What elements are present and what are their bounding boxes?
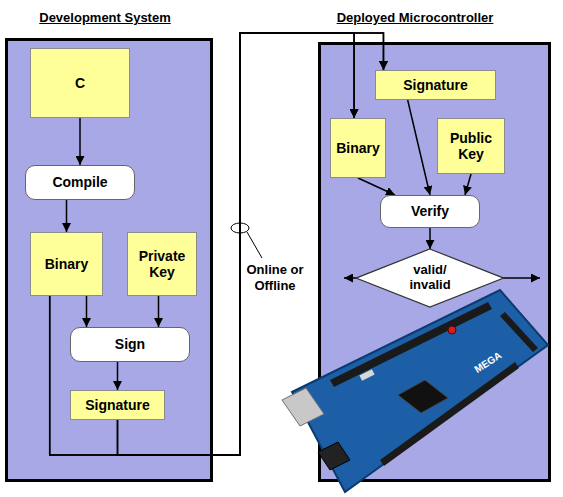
box-label: Binary [336,140,380,156]
box-label: Public Key [442,130,500,162]
panel-title: Development System [39,10,171,25]
decision-diamond: valid/ invalid [356,249,504,307]
data-box: Binary [30,232,103,296]
connector-arrow [117,362,119,390]
link-note: Online or Offline [246,262,304,293]
connector-arrow [118,33,384,455]
crystal [359,369,374,381]
box-label: Private Key [132,248,192,280]
connector-arrow [50,33,384,455]
usb-port [282,388,324,426]
box-label: Verify [411,203,449,219]
box-label: Compile [52,174,107,190]
arduino-board [282,290,548,492]
box-label: Binary [45,256,89,272]
connector-arrow [465,174,471,195]
connector-arrow [358,178,395,195]
data-box: Signature [375,70,496,100]
connector-arrow [86,296,88,327]
power-jack [318,442,350,470]
leader-line [247,232,262,258]
panel-title: Deployed Microcontroller [337,10,494,25]
reset-button [448,326,456,334]
process-box: Compile [25,165,135,200]
pin-header [500,312,538,352]
data-box: Private Key [127,232,197,296]
box-label: C [75,75,85,91]
result-arrow [498,277,540,279]
box-label: Signature [403,77,468,93]
data-box: Public Key [437,118,505,174]
connector-arrow [66,200,68,232]
result-arrow [344,277,362,279]
decision-text: valid/ invalid [400,263,460,293]
connector-arrow [79,118,81,165]
connector-arrow [429,228,431,249]
box-label: Sign [115,336,145,352]
connector-arrow [408,100,430,195]
board-pcb [292,290,548,492]
pin-header [380,362,519,466]
data-box: C [30,48,130,118]
process-box: Sign [70,327,190,362]
data-box: Signature [70,390,165,420]
connector-arrow [158,296,160,327]
connector-arrow [118,33,355,455]
box-label: Signature [85,397,150,413]
data-box: Binary [330,118,386,178]
connector-arrow [50,33,354,455]
pin-header [330,302,492,387]
process-box: Verify [380,195,480,228]
system-panel: Development SystemCCompileBinaryPrivate … [5,38,213,482]
microcontroller-chip [398,380,448,413]
